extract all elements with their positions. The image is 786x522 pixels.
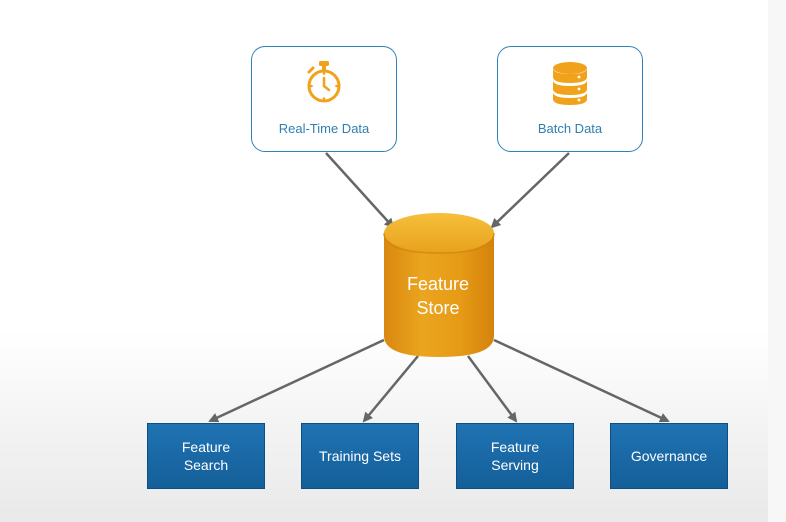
batch-data-box: Batch Data (497, 46, 643, 152)
feature-search-label: Feature Search (181, 439, 231, 473)
stopwatch-icon (298, 57, 350, 109)
realtime-data-box: Real-Time Data (251, 46, 397, 152)
arrow-realtime-to-store (325, 152, 395, 229)
training-sets-label: Training Sets (319, 448, 401, 464)
feature-search-box: Feature Search (147, 423, 265, 489)
feature-serving-box: Feature Serving (456, 423, 574, 489)
training-sets-box: Training Sets (301, 423, 419, 489)
governance-label: Governance (630, 448, 708, 464)
realtime-data-label: Real-Time Data (278, 121, 370, 136)
arrow-batch-to-store (490, 152, 570, 229)
feature-store-cylinder (383, 213, 495, 357)
arrow-store-to-training-sets (362, 355, 419, 423)
background-strip (768, 0, 786, 522)
arrow-store-to-feature-serving (466, 355, 518, 423)
database-icon (544, 57, 596, 109)
governance-box: Governance (610, 423, 728, 489)
arrow-store-to-feature-search (208, 338, 385, 423)
feature-store-label: Feature Store (406, 274, 470, 318)
arrow-store-to-governance (493, 338, 670, 423)
batch-data-label: Batch Data (537, 121, 603, 136)
feature-serving-label: Feature Serving (490, 439, 540, 473)
